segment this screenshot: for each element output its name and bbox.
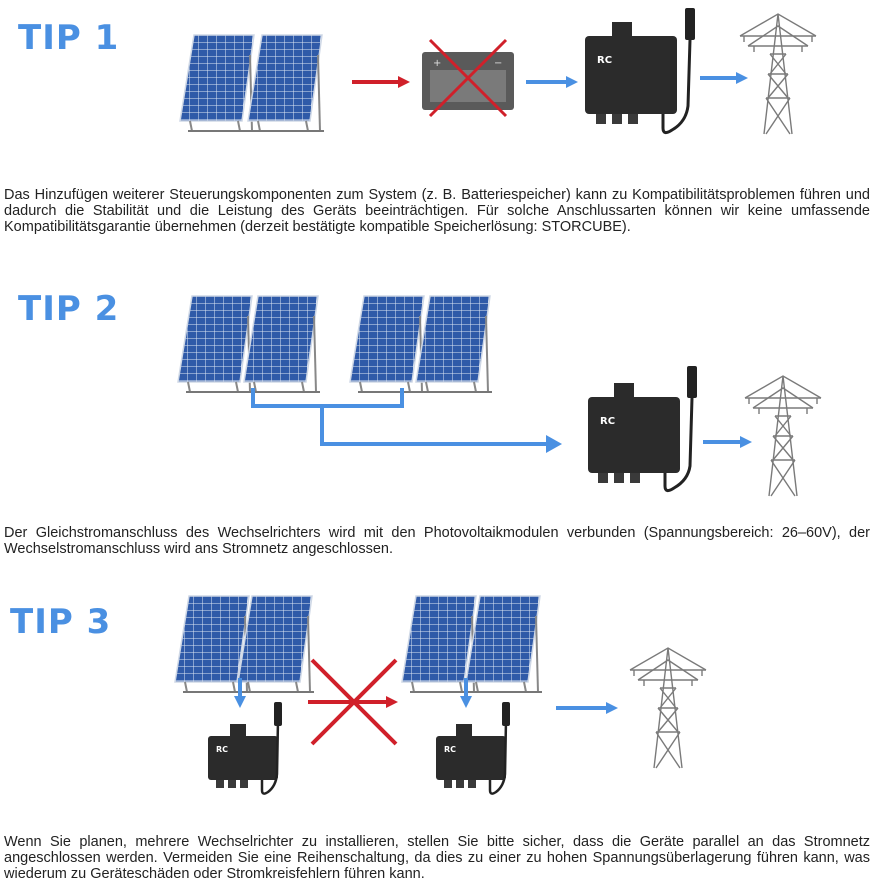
tip-2-text: Der Gleichstromanschluss des Wechselrich… (4, 525, 870, 558)
tip-1-title: TIP 1 (18, 18, 120, 58)
tip-3-title: TIP 3 (10, 602, 112, 642)
tip-3-text: Wenn Sie planen, mehrere Wechselrichter … (4, 834, 870, 883)
inverter-icon: RC (208, 702, 282, 795)
power-tower-icon (629, 647, 707, 769)
tip-1-diagram: + − RC (179, 8, 817, 135)
inverter-icon: RC (585, 8, 695, 135)
battery-icon: + − (422, 52, 514, 110)
solar-panel-icon (465, 595, 543, 693)
power-tower-icon (739, 13, 817, 135)
power-tower-icon (744, 375, 822, 497)
solar-panel-icon (415, 295, 493, 393)
inverter-icon: RC (588, 366, 697, 493)
inverter-logo: RC (597, 55, 612, 66)
cross-icon (428, 38, 508, 118)
dc-wiring (251, 388, 548, 446)
battery-plus-label: + (433, 58, 441, 69)
solar-panel-icon (247, 34, 325, 132)
inverter-logo: RC (216, 745, 228, 754)
blue-arrow-head (546, 435, 562, 453)
solar-panel-icon (349, 295, 427, 393)
inverter-icon: RC (436, 702, 510, 795)
inverter-logo: RC (600, 416, 615, 427)
solar-panel-icon (243, 295, 321, 393)
inverter-logo: RC (444, 745, 456, 754)
battery-minus-label: − (494, 58, 502, 69)
solar-panel-icon (237, 595, 315, 693)
tip-2-title: TIP 2 (18, 289, 120, 329)
solar-panel-icon (177, 295, 255, 393)
tip-3-diagram: RC RC (174, 595, 707, 795)
tip-2-diagram: RC (177, 295, 822, 497)
solar-panel-icon (179, 34, 257, 132)
tip-1-text: Das Hinzufügen weiterer Steuerungskompon… (4, 187, 870, 236)
